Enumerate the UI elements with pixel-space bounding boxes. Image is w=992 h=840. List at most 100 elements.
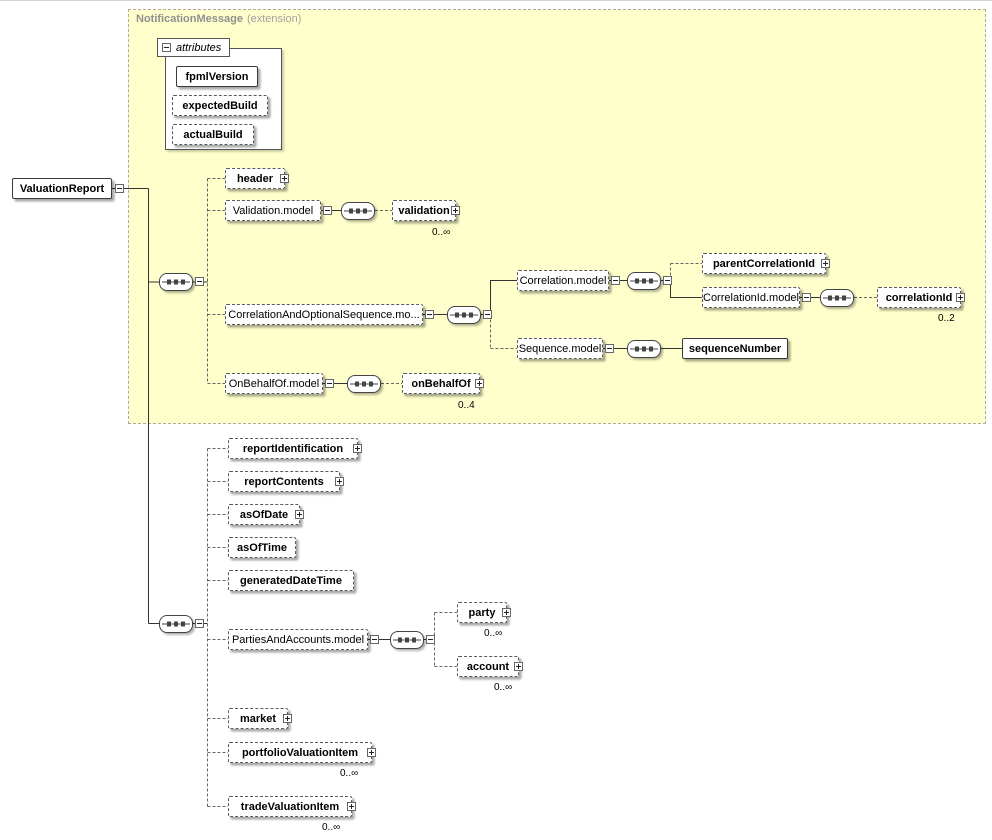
sequence-indicator[interactable] [447,305,481,324]
sequence-indicator[interactable] [627,339,661,358]
extension-label: NotificationMessage(extension) [136,13,301,25]
element-onbehalfof[interactable]: onBehalfOf [402,373,484,394]
element-header[interactable]: header [225,168,289,189]
expand-icon[interactable] [514,662,523,671]
sequence-indicator[interactable] [341,201,375,220]
element-party[interactable]: party [457,602,511,623]
sequence-indicator[interactable] [159,273,193,291]
collapse-icon[interactable] [325,379,334,388]
model-validation[interactable]: Validation.model [225,200,321,221]
element-label: tradeValuationItem [240,800,340,813]
element-label: onBehalfOf [411,377,471,390]
collapse-icon[interactable] [611,276,620,285]
cardinality-label: 0..∞ [340,768,359,779]
model-label: CorrelationId.model [703,291,799,304]
attributes-title: attributes [176,41,222,54]
element-tradevaluationitem[interactable]: tradeValuationItem [228,796,356,817]
sequence-glyph [450,312,478,317]
expand-icon[interactable] [821,259,830,268]
collapse-icon[interactable] [425,310,434,319]
element-label: header [236,172,274,185]
sequence-indicator[interactable] [159,614,193,633]
element-market[interactable]: market [228,708,292,729]
element-label: reportIdentification [242,442,344,455]
expand-icon[interactable] [347,802,356,811]
collapse-icon[interactable] [483,310,492,319]
element-validation[interactable]: validation [392,200,460,221]
cardinality-label: 0..∞ [432,227,451,238]
expand-icon[interactable] [367,748,376,757]
element-label: account [466,660,510,673]
expand-icon[interactable] [475,379,484,388]
element-label: reportContents [244,475,324,488]
element-label: asOfTime [237,541,287,554]
attribute-actualbuild[interactable]: actualBuild [172,124,254,145]
sequence-indicator[interactable] [820,288,854,307]
collapse-icon[interactable] [162,43,171,52]
attribute-label: fpmlVersion [185,70,249,83]
element-label: market [239,712,277,725]
element-asofdate[interactable]: asOfDate [228,504,304,525]
element-label: ValuationReport [19,182,105,195]
element-portfoliovaluationitem[interactable]: portfolioValuationItem [228,742,376,763]
expand-icon[interactable] [956,293,965,302]
element-correlationid[interactable]: correlationId [877,287,965,308]
attributes-header[interactable]: attributes [157,38,231,57]
element-label: generatedDateTime [240,574,342,587]
model-label: OnBehalfOf.model [228,377,320,390]
sequence-indicator[interactable] [627,271,661,290]
model-sequence[interactable]: Sequence.model [517,338,603,359]
element-generateddatetime[interactable]: generatedDateTime [228,570,354,591]
attribute-expectedbuild[interactable]: expectedBuild [172,95,268,116]
collapse-icon[interactable] [802,293,811,302]
collapse-icon[interactable] [426,635,435,644]
element-label: correlationId [885,291,953,304]
collapse-icon[interactable] [323,206,332,215]
sequence-glyph [630,346,658,351]
model-partiesandaccounts[interactable]: PartiesAndAccounts.model [228,629,368,650]
sequence-glyph [823,295,851,300]
model-correlation[interactable]: Correlation.model [517,270,609,291]
collapse-icon[interactable] [663,276,672,285]
collapse-icon[interactable] [605,344,614,353]
sequence-indicator[interactable] [347,374,381,393]
sequence-glyph [350,381,378,386]
collapse-icon[interactable] [115,184,124,193]
model-correlationandoptionalsequence[interactable]: CorrelationAndOptionalSequence.mo... [225,304,423,325]
element-sequencenumber[interactable]: sequenceNumber [682,338,788,359]
element-reportcontents[interactable]: reportContents [228,471,344,492]
element-valuationreport[interactable]: ValuationReport [12,178,112,199]
element-reportidentification[interactable]: reportIdentification [228,438,362,459]
cardinality-label: 0..2 [938,313,955,324]
model-label: Sequence.model [518,342,602,355]
collapse-icon[interactable] [195,619,204,628]
sequence-glyph [344,208,372,213]
extension-qualifier: (extension) [246,13,302,25]
element-label: sequenceNumber [688,342,782,355]
expand-icon[interactable] [502,608,511,617]
model-label: Correlation.model [519,274,607,287]
model-correlationid[interactable]: CorrelationId.model [702,287,800,308]
element-label: portfolioValuationItem [241,746,359,759]
expand-icon[interactable] [335,477,344,486]
element-account[interactable]: account [457,656,523,677]
element-label: validation [398,204,450,217]
expand-icon[interactable] [283,714,292,723]
element-label: asOfDate [239,508,289,521]
attribute-label: actualBuild [183,128,243,141]
model-onbehalfof[interactable]: OnBehalfOf.model [225,373,323,394]
model-label: Validation.model [232,204,314,217]
attribute-fpmlversion[interactable]: fpmlVersion [176,66,258,87]
element-asoftime[interactable]: asOfTime [228,537,296,558]
element-label: party [468,606,496,619]
expand-icon[interactable] [280,174,289,183]
expand-icon[interactable] [451,206,460,215]
cardinality-label: 0..∞ [322,822,341,833]
collapse-icon[interactable] [195,277,204,286]
collapse-icon[interactable] [370,635,379,644]
cardinality-label: 0..∞ [484,628,503,639]
sequence-indicator[interactable] [390,630,424,649]
element-parentcorrelationid[interactable]: parentCorrelationId [702,253,830,274]
expand-icon[interactable] [353,444,362,453]
expand-icon[interactable] [295,510,304,519]
